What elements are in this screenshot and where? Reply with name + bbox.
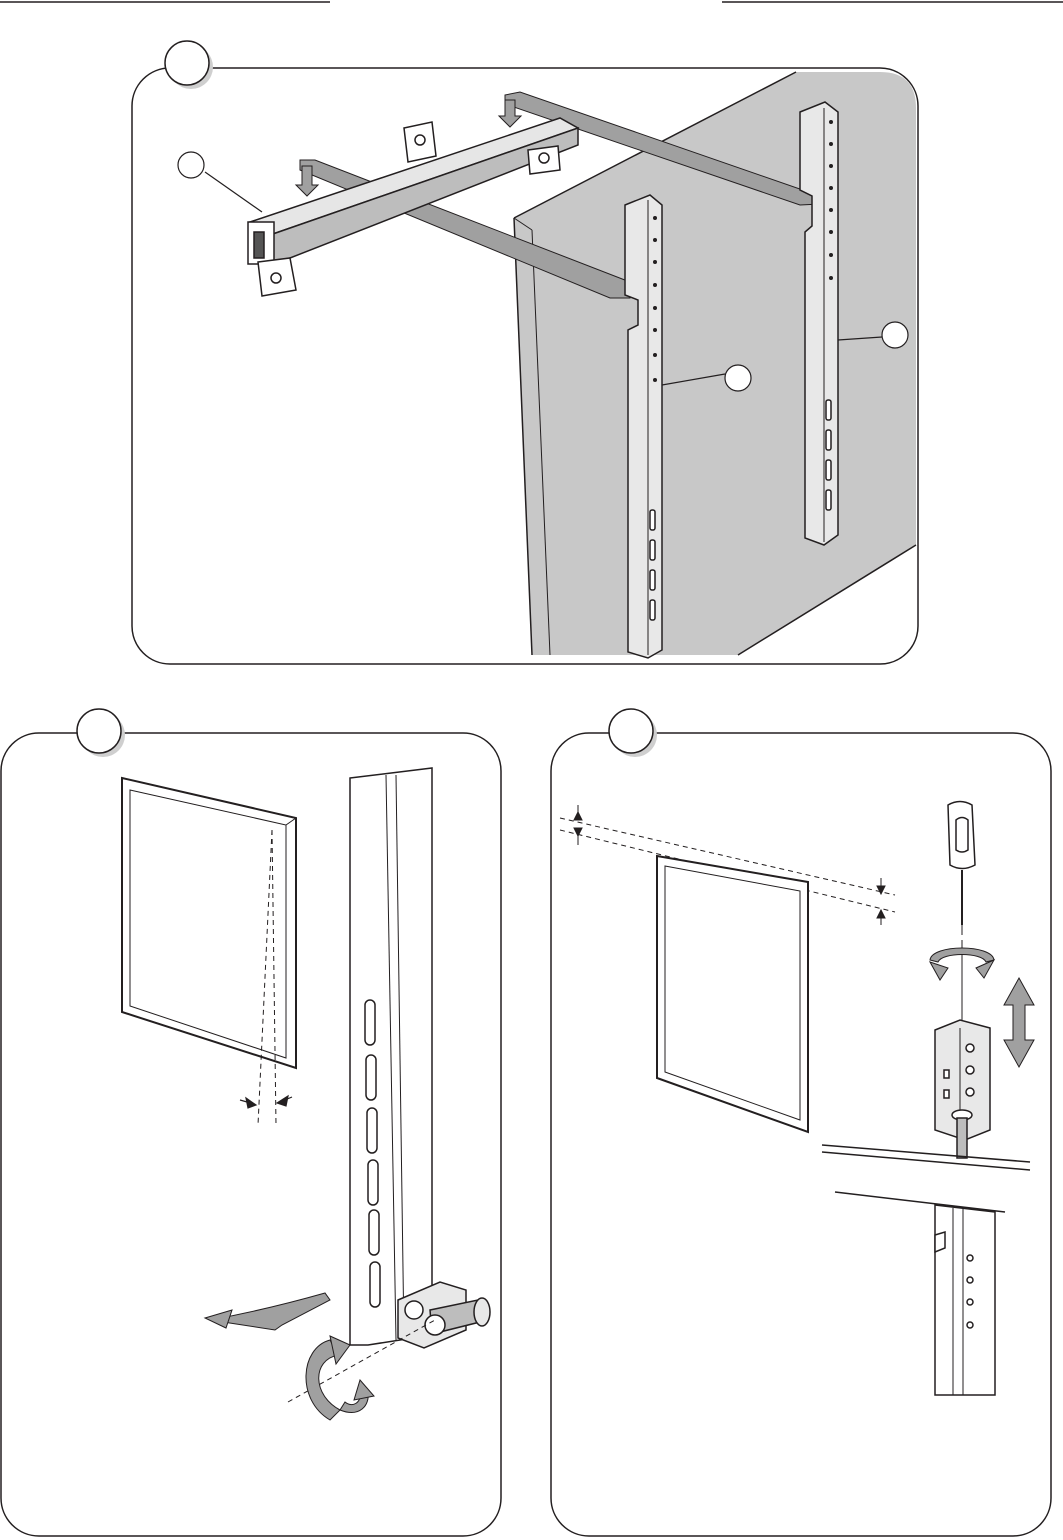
bracket-left <box>625 195 662 658</box>
bolt-nut <box>425 1315 445 1335</box>
panel-top <box>132 41 918 664</box>
callout-circle-rail <box>178 152 204 178</box>
bolt-head <box>474 1298 490 1326</box>
wall-rail-endcap-slot <box>254 232 264 258</box>
bracket-left-body <box>625 195 662 658</box>
panel-bottom-left <box>1 709 501 1536</box>
callout-circle-bracket-right <box>882 322 908 348</box>
wall-plate-left-screw-icon <box>271 273 281 283</box>
bracket-right <box>800 102 838 545</box>
wall-plate-right-screw-icon <box>539 153 549 163</box>
lower-bracket <box>935 1205 995 1395</box>
wall-plate-middle-screw-icon <box>415 135 425 145</box>
callout-circle-bracket-left <box>725 365 751 391</box>
bracket-right-body <box>800 102 838 545</box>
clamp-screw-icon <box>405 1301 423 1319</box>
panel-bottom-right <box>551 709 1051 1536</box>
